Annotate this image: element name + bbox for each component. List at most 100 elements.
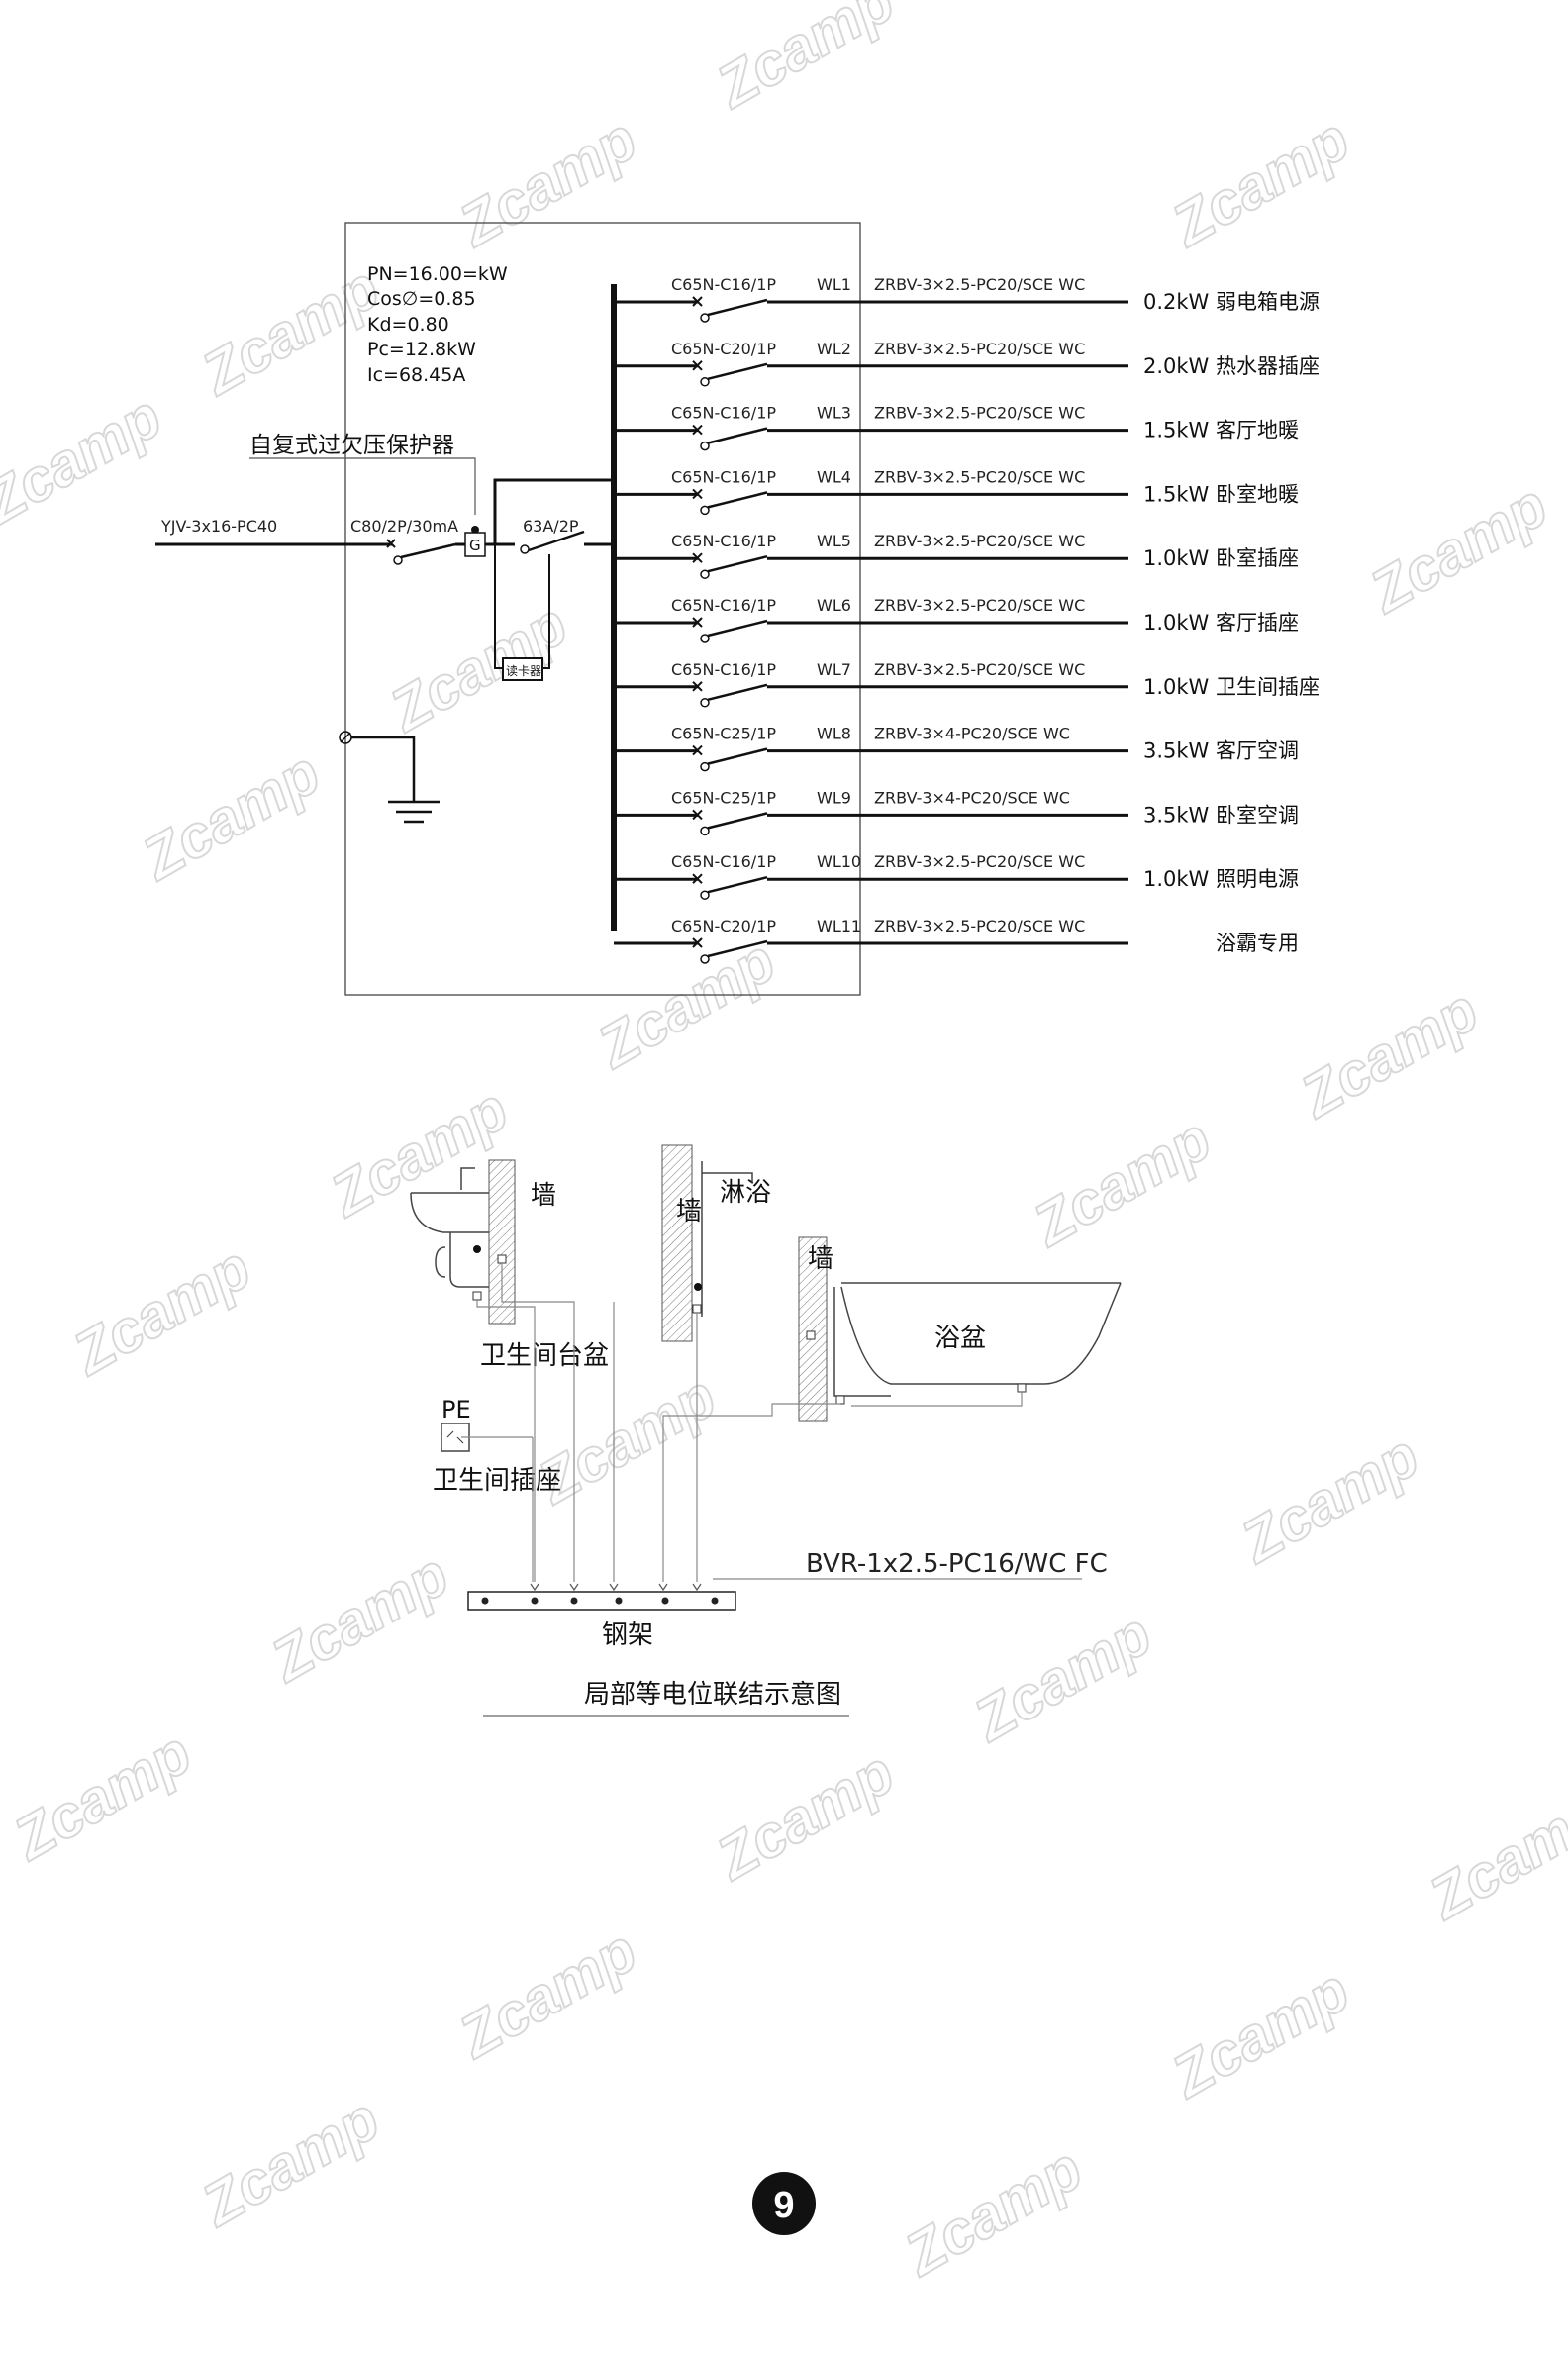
watermark-text: Zcamp	[1288, 977, 1489, 1131]
breaker-contact	[700, 313, 710, 323]
load-use: 卧室插座	[1216, 546, 1299, 570]
breaker-label: C65N-C25/1P	[671, 788, 776, 807]
breaker-cross	[692, 424, 703, 436]
watermark-text: Zcamp	[446, 1917, 647, 2072]
watermark-text: Zcamp	[60, 1234, 261, 1389]
breaker-blade	[707, 362, 768, 381]
circuit-id: WL6	[817, 596, 851, 615]
switch-and-card-reader-loop	[493, 478, 614, 669]
basin-label: 卫生间台盆	[480, 1341, 609, 1371]
breaker-blade	[707, 812, 768, 830]
load-use: 照明电源	[1216, 867, 1299, 891]
panel-parameters: PN=16.00=kW Cos∅=0.85 Kd=0.80 Pc=12.8kW …	[367, 263, 508, 386]
load-power: 1.0kW	[1143, 546, 1210, 570]
watermark-text: Zcamp	[446, 106, 647, 260]
shower-label: 淋浴	[720, 1178, 771, 1208]
cable-spec: ZRBV-3×2.5-PC20/SCE WC	[874, 275, 1085, 294]
breaker-label: C65N-C16/1P	[671, 404, 776, 423]
breaker-cross	[692, 809, 703, 821]
card-reader-box	[502, 657, 543, 681]
breaker-cross	[692, 296, 703, 307]
breaker-contact	[700, 634, 710, 643]
page-number-badge: 9	[752, 2172, 816, 2235]
watermark-text: Zcamp	[704, 0, 905, 121]
load-power: 0.2kW	[1143, 290, 1210, 314]
shower-icon	[701, 1161, 753, 1317]
breaker-blade	[707, 427, 768, 444]
breaker-contact	[700, 377, 710, 387]
guard-module: G	[464, 526, 495, 557]
switch-label: 63A/2P	[523, 517, 579, 536]
steel-bar-arrows	[530, 1583, 702, 1592]
cable-spec: ZRBV-3×2.5-PC20/SCE WC	[874, 404, 1085, 423]
cable-spec: ZRBV-3×2.5-PC20/SCE WC	[874, 340, 1085, 358]
breaker-cross	[692, 681, 703, 692]
watermark-text: Zcamp	[1, 1719, 202, 1874]
steel-bar-bolts	[481, 1597, 719, 1605]
wall-hatch	[798, 1236, 828, 1422]
circuit-id: WL8	[817, 725, 851, 743]
param-line: Kd=0.80	[367, 314, 449, 336]
circuit-id: WL10	[817, 852, 861, 871]
breaker-label: C65N-C20/1P	[671, 340, 776, 358]
cable-spec: ZRBV-3×4-PC20/SCE WC	[874, 725, 1070, 743]
circuit-row: C65N-C20/1P WL2 ZRBV-3×2.5-PC20/SCE WC 2.0k…	[614, 340, 1320, 387]
breaker-blade	[707, 619, 768, 638]
watermark-text: Zcamp	[1021, 1106, 1222, 1260]
breaker-blade	[707, 683, 768, 702]
steel-bar	[467, 1591, 736, 1611]
bonding-point	[694, 1283, 702, 1291]
load-power: 2.0kW	[1143, 354, 1210, 378]
breaker-cross	[692, 937, 703, 948]
param-line: Cos∅=0.85	[367, 288, 476, 310]
bonding-conductors	[461, 1263, 1023, 1582]
circuit-id: WL11	[817, 917, 861, 935]
breaker-cross	[692, 873, 703, 884]
breaker-label: C65N-C16/1P	[671, 532, 776, 550]
watermark-text: Zcamp	[1159, 106, 1360, 260]
watermark-text: Zcamp	[704, 1739, 905, 1894]
breaker-contact	[700, 441, 710, 451]
param-line: Ic=68.45A	[367, 364, 465, 386]
protector-leader-line	[249, 457, 476, 515]
watermark-text: Zcamp	[1417, 1779, 1568, 1933]
socket-pe-symbol	[446, 1430, 464, 1444]
earth-symbol	[339, 731, 440, 824]
bonding-terminal	[692, 1304, 702, 1314]
breaker-cross	[692, 552, 703, 563]
breaker-contact	[700, 954, 710, 964]
bonding-point	[473, 1245, 481, 1253]
wall-label: 墙	[676, 1197, 702, 1227]
watermark-text: Zcamp	[1228, 1423, 1429, 1577]
basin-icon	[410, 1167, 489, 1288]
incoming-cable-label: YJV-3x16-PC40	[160, 517, 277, 536]
bathtub-label: 浴盆	[934, 1324, 986, 1353]
circuit-id: WL5	[817, 532, 851, 550]
circuit-id: WL2	[817, 340, 851, 358]
cable-label: BVR-1x2.5-PC16/WC FC	[806, 1549, 1108, 1579]
panel-enclosure	[344, 222, 861, 996]
pe-label: PE	[441, 1396, 471, 1423]
breaker-label: C65N-C16/1P	[671, 275, 776, 294]
cable-spec: ZRBV-3×2.5-PC20/SCE WC	[874, 596, 1085, 615]
bathtub-icon	[833, 1282, 1122, 1397]
breaker-cross	[692, 360, 703, 371]
protector-label: 自复式过欠压保护器	[249, 433, 454, 458]
breaker-label: C65N-C25/1P	[671, 725, 776, 743]
breaker-blade	[707, 491, 768, 509]
cable-spec: ZRBV-3×2.5-PC20/SCE WC	[874, 660, 1085, 679]
circuit-id: WL1	[817, 275, 851, 294]
breaker-contact	[700, 569, 710, 579]
cable-spec: ZRBV-3×2.5-PC20/SCE WC	[874, 467, 1085, 486]
load-power: 3.5kW	[1143, 803, 1210, 827]
cable-spec: ZRBV-3×4-PC20/SCE WC	[874, 788, 1070, 807]
breaker-contact	[700, 698, 710, 708]
breaker-contact	[700, 761, 710, 772]
